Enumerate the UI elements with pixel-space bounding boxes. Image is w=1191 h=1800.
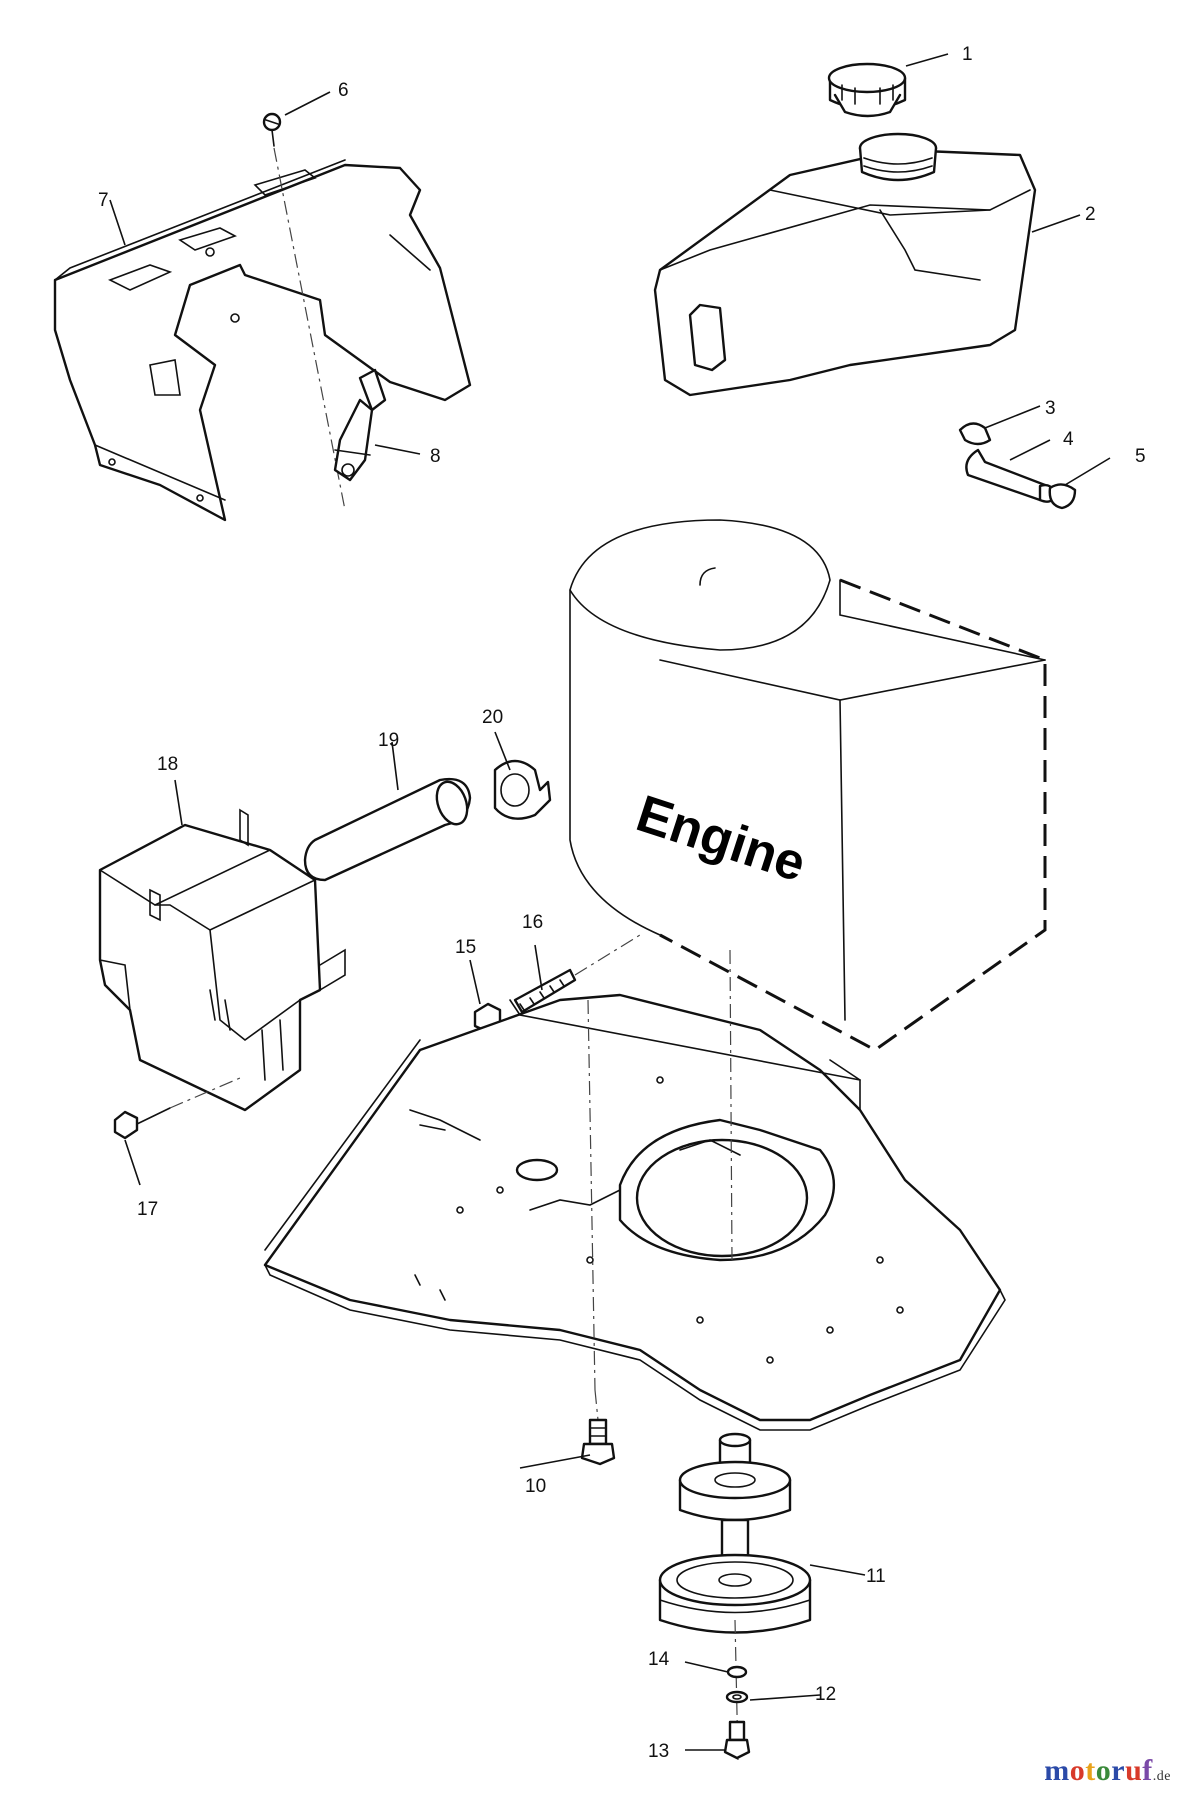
fuel-cap (827, 62, 907, 118)
callout-8: 8 (430, 446, 441, 467)
washers-and-bolt (723, 1619, 751, 1761)
callout-14: 14 (648, 1649, 670, 1670)
muffler-shield (98, 808, 346, 1112)
callout-13: 13 (648, 1741, 669, 1762)
frame-plate (263, 949, 1006, 1431)
callout-4: 4 (1063, 429, 1074, 450)
callout-12: 12 (815, 1684, 836, 1705)
watermark-letter: o (1095, 1754, 1112, 1787)
callout-2: 2 (1085, 204, 1096, 225)
watermark-letter: r (1111, 1754, 1126, 1787)
callout-7: 7 (98, 190, 109, 211)
watermark-letters: motoruf (1044, 1754, 1153, 1787)
watermark-letter: o (1069, 1754, 1086, 1787)
bolt-10 (580, 1389, 616, 1466)
callout-numbers: 1 2 3 4 5 6 7 8 10 11 12 13 14 15 16 17 … (98, 44, 1146, 1762)
callout-20: 20 (482, 707, 503, 728)
pulley-assembly (658, 1432, 812, 1634)
fuel-tank (653, 132, 1037, 397)
callout-leaders (109, 53, 1111, 1751)
watermark-suffix: .de (1152, 1769, 1171, 1784)
watermark-letter: u (1125, 1754, 1143, 1787)
exhaust-clamp (493, 759, 552, 820)
bolt-17 (113, 1077, 241, 1140)
exhaust-pipe (303, 777, 472, 882)
screw-6 (262, 112, 282, 147)
watermark-letter: t (1085, 1754, 1096, 1787)
callout-1: 1 (962, 44, 973, 65)
console-bracket (53, 159, 472, 522)
callout-10: 10 (525, 1476, 546, 1497)
throttle-lever (273, 147, 387, 511)
fuel-line-assembly (958, 422, 1077, 510)
callout-15: 15 (455, 937, 476, 958)
watermark-logo: motoruf.de (1044, 1754, 1171, 1788)
callout-18: 18 (157, 754, 178, 775)
callout-5: 5 (1135, 446, 1146, 467)
watermark-letter: m (1044, 1754, 1070, 1787)
engine-outline: Engine (569, 519, 1047, 1052)
callout-16: 16 (522, 912, 543, 933)
callout-17: 17 (137, 1199, 158, 1220)
callout-11: 11 (866, 1566, 886, 1587)
watermark-letter: f (1142, 1754, 1153, 1787)
callout-6: 6 (338, 80, 349, 101)
callout-3: 3 (1045, 398, 1056, 419)
callout-19: 19 (378, 730, 399, 751)
